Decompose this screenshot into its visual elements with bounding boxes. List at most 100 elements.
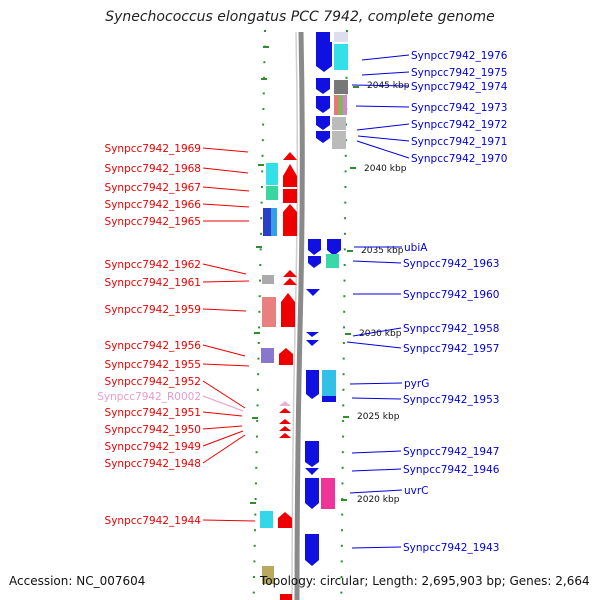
gene-block bbox=[280, 594, 292, 600]
scale-tick-major bbox=[261, 78, 267, 80]
forward-strand-features bbox=[278, 152, 297, 600]
callout-line bbox=[351, 84, 410, 87]
scale-tick bbox=[341, 466, 344, 469]
callout-line bbox=[202, 425, 243, 430]
scale-tick bbox=[259, 264, 262, 266]
scale-tick bbox=[259, 232, 262, 235]
gene-arrow bbox=[316, 78, 330, 94]
scale-tick bbox=[341, 451, 344, 454]
callout-line bbox=[361, 71, 410, 76]
gene-label: Synpcc7942_1970 bbox=[411, 153, 507, 165]
gene-label: Synpcc7942_1963 bbox=[403, 258, 499, 270]
scale-tick bbox=[345, 76, 348, 79]
gene-label: Synpcc7942_1944 bbox=[105, 515, 202, 527]
scale-tick bbox=[341, 513, 344, 516]
gene-label: Synpcc7942_1967 bbox=[105, 182, 201, 194]
callout-line bbox=[351, 468, 402, 472]
callout-line bbox=[202, 308, 247, 312]
scale-tick bbox=[256, 420, 259, 422]
callout-line bbox=[349, 489, 403, 494]
gene-arrow bbox=[305, 534, 319, 566]
gene-label: Synpcc7942_1943 bbox=[403, 542, 499, 554]
callout-line bbox=[351, 546, 402, 549]
gene-label: Synpcc7942_1973 bbox=[411, 102, 507, 114]
callout-line bbox=[202, 263, 247, 275]
callout-line bbox=[351, 397, 402, 400]
scale-tick bbox=[344, 201, 347, 204]
gene-arrow bbox=[283, 152, 297, 160]
gene-label: uvrC bbox=[404, 485, 429, 497]
gene-label: Synpcc7942_1968 bbox=[105, 163, 201, 175]
scale-tick bbox=[341, 529, 344, 532]
scale-tick bbox=[256, 388, 259, 391]
callout-line bbox=[202, 430, 244, 447]
callout-line bbox=[355, 105, 410, 108]
callout-line bbox=[202, 147, 249, 153]
scale-tick bbox=[343, 232, 346, 235]
scale-tick bbox=[259, 279, 262, 282]
scale-tick bbox=[261, 154, 264, 157]
callout-line bbox=[202, 411, 243, 417]
scale-tick-major bbox=[256, 246, 262, 248]
scale-tick bbox=[343, 326, 346, 329]
gene-arrow bbox=[279, 408, 291, 413]
gene-arrow bbox=[279, 433, 291, 438]
gene-block bbox=[283, 218, 297, 236]
left-callouts: Synpcc7942_1969Synpcc7942_1968Synpcc7942… bbox=[97, 143, 256, 527]
gene-label: Synpcc7942_1966 bbox=[105, 199, 202, 211]
scale-tick bbox=[340, 576, 343, 578]
scale-tick bbox=[254, 498, 257, 500]
gene-arrow bbox=[306, 289, 320, 296]
gene-label: ubiA bbox=[404, 242, 428, 254]
scale-tick bbox=[252, 591, 255, 594]
kbp-label: 2025 kbp bbox=[357, 412, 400, 422]
callout-line bbox=[361, 54, 410, 61]
gene-arrow bbox=[316, 42, 332, 72]
callout-line bbox=[202, 344, 246, 357]
gene-label: Synpcc7942_1975 bbox=[411, 67, 507, 79]
scale-tick bbox=[255, 466, 258, 469]
scale-tick-major bbox=[350, 167, 356, 169]
scale-tick bbox=[342, 420, 345, 422]
gene-arrow bbox=[279, 348, 293, 365]
gene-label: Synpcc7942_1949 bbox=[105, 441, 201, 453]
scale-tick bbox=[262, 108, 265, 110]
scale-tick bbox=[343, 310, 346, 313]
scale-tick-major bbox=[252, 417, 258, 419]
callout-line bbox=[202, 395, 244, 412]
gene-label: pyrG bbox=[404, 378, 429, 390]
gene-arrow bbox=[306, 370, 319, 399]
scale-tick bbox=[253, 576, 256, 578]
scale-tick bbox=[253, 560, 256, 563]
scale-tick-major bbox=[343, 416, 349, 418]
gene-label: Synpcc7942_1969 bbox=[105, 143, 201, 155]
gene-label: Synpcc7942_1947 bbox=[403, 446, 499, 458]
scale-tick bbox=[343, 264, 346, 266]
gene-arrow bbox=[316, 131, 330, 143]
scale-tick bbox=[253, 544, 256, 547]
scale-tick bbox=[263, 61, 266, 64]
callout-line bbox=[202, 167, 249, 174]
gene-label: Synpcc7942_1952 bbox=[105, 376, 201, 388]
callout-line bbox=[349, 382, 403, 385]
scale-tick-major bbox=[250, 502, 256, 504]
gene-arrow bbox=[279, 419, 291, 424]
callout-line bbox=[202, 380, 246, 409]
scale-tick bbox=[344, 154, 347, 157]
gene-block bbox=[283, 189, 297, 203]
gene-arrow bbox=[308, 239, 321, 255]
scale-tick-major bbox=[345, 333, 351, 335]
scale-tick bbox=[254, 513, 257, 516]
gene-label: Synpcc7942_1948 bbox=[105, 458, 201, 470]
callout-line bbox=[356, 123, 410, 131]
scale-tick bbox=[340, 544, 343, 547]
scale-ticks bbox=[250, 30, 359, 594]
scale-tick bbox=[258, 310, 261, 313]
kbp-label: 2020 kbp bbox=[357, 495, 400, 505]
topology-label: Topology: circular; Length: 2,695,903 bp… bbox=[260, 574, 590, 588]
scale-tick bbox=[259, 248, 262, 251]
callout-line bbox=[202, 434, 246, 464]
gene-arrow bbox=[306, 332, 319, 337]
scale-tick bbox=[256, 404, 259, 407]
